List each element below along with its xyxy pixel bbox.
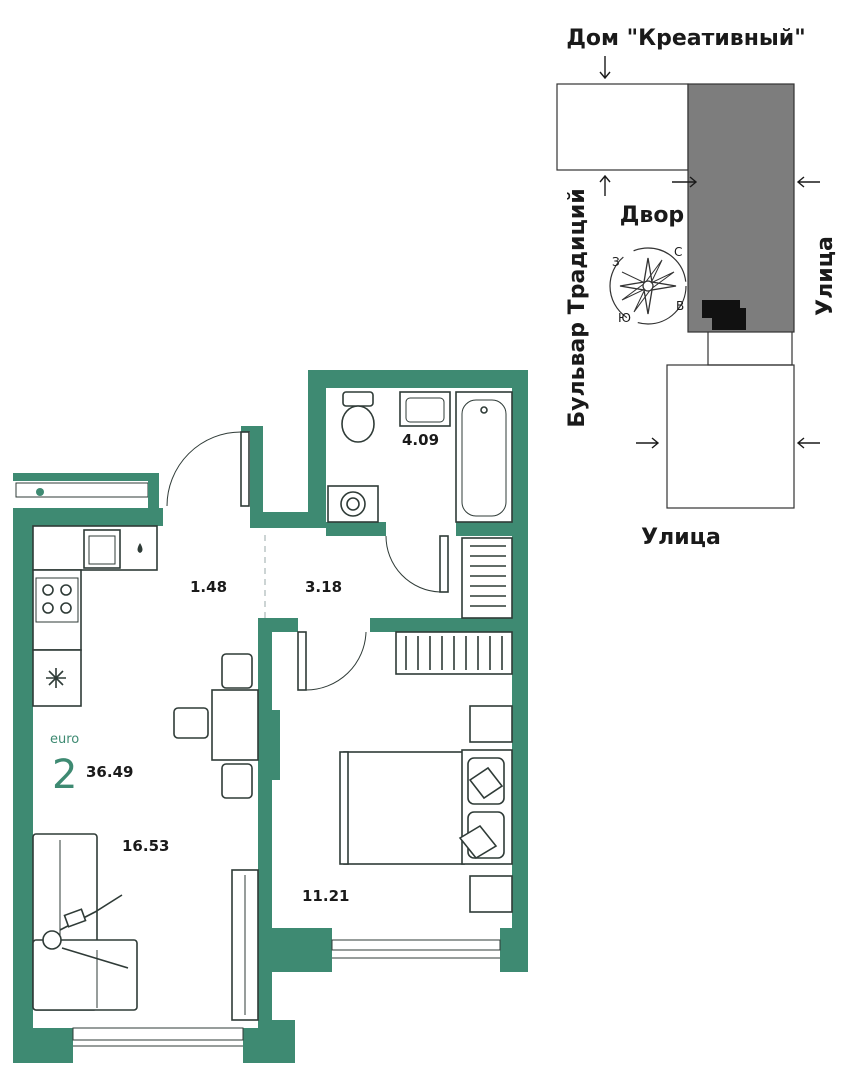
bed <box>339 705 513 913</box>
apartment-labels: euro 2 36.49 16.53 1.48 3.18 4.09 11.21 <box>50 431 439 905</box>
compass-south: Ю <box>618 311 631 325</box>
area-bathroom: 4.09 <box>402 431 439 449</box>
apartment-section-marker <box>702 300 746 330</box>
yard-label: Двор <box>620 203 684 228</box>
area-hallway: 1.48 <box>190 578 227 596</box>
apartment-type-label: euro <box>50 732 79 747</box>
washbasin-icon <box>399 391 451 427</box>
neighbor-block-bottom <box>666 364 795 509</box>
water-drop-icon <box>137 543 143 553</box>
area-corridor: 3.18 <box>305 578 342 596</box>
wardrobe-bedroom <box>395 631 513 675</box>
compass-west: З <box>612 255 620 269</box>
rooms-count: 2 <box>52 752 77 798</box>
area-kitchen-living: 16.53 <box>122 837 169 855</box>
walls <box>13 370 528 1063</box>
fridge-snowflake-icon <box>46 668 66 688</box>
house-name-label: Дом "Креативный" <box>566 26 805 51</box>
compass-east: В <box>676 299 684 313</box>
washing-machine-icon <box>327 485 379 523</box>
street-right-label: Улица <box>813 236 838 316</box>
entrance-arrows <box>599 56 820 449</box>
compass-north: С <box>674 245 682 259</box>
stove-icon <box>35 577 79 623</box>
wardrobe-corridor <box>461 537 513 619</box>
area-bedroom: 11.21 <box>302 887 349 905</box>
sink-icon <box>83 529 121 569</box>
person-icon <box>42 894 129 969</box>
furniture <box>32 391 513 1021</box>
boulevard-label: Бульвар Традиций <box>565 188 590 427</box>
building-connector <box>707 332 793 366</box>
site-plan: Дом "Креативный" Двор Бульвар Традиций У… <box>556 26 838 550</box>
toilet-icon <box>341 391 375 443</box>
compass-icon: С В Ю З <box>609 245 687 325</box>
street-bottom-label: Улица <box>641 525 721 550</box>
bathtub-icon <box>455 391 513 523</box>
sofa <box>32 833 138 1011</box>
dining-table <box>211 689 259 761</box>
total-area: 36.49 <box>86 763 133 781</box>
doors <box>166 431 449 691</box>
current-building <box>687 83 795 333</box>
neighbor-block-top <box>556 83 689 171</box>
